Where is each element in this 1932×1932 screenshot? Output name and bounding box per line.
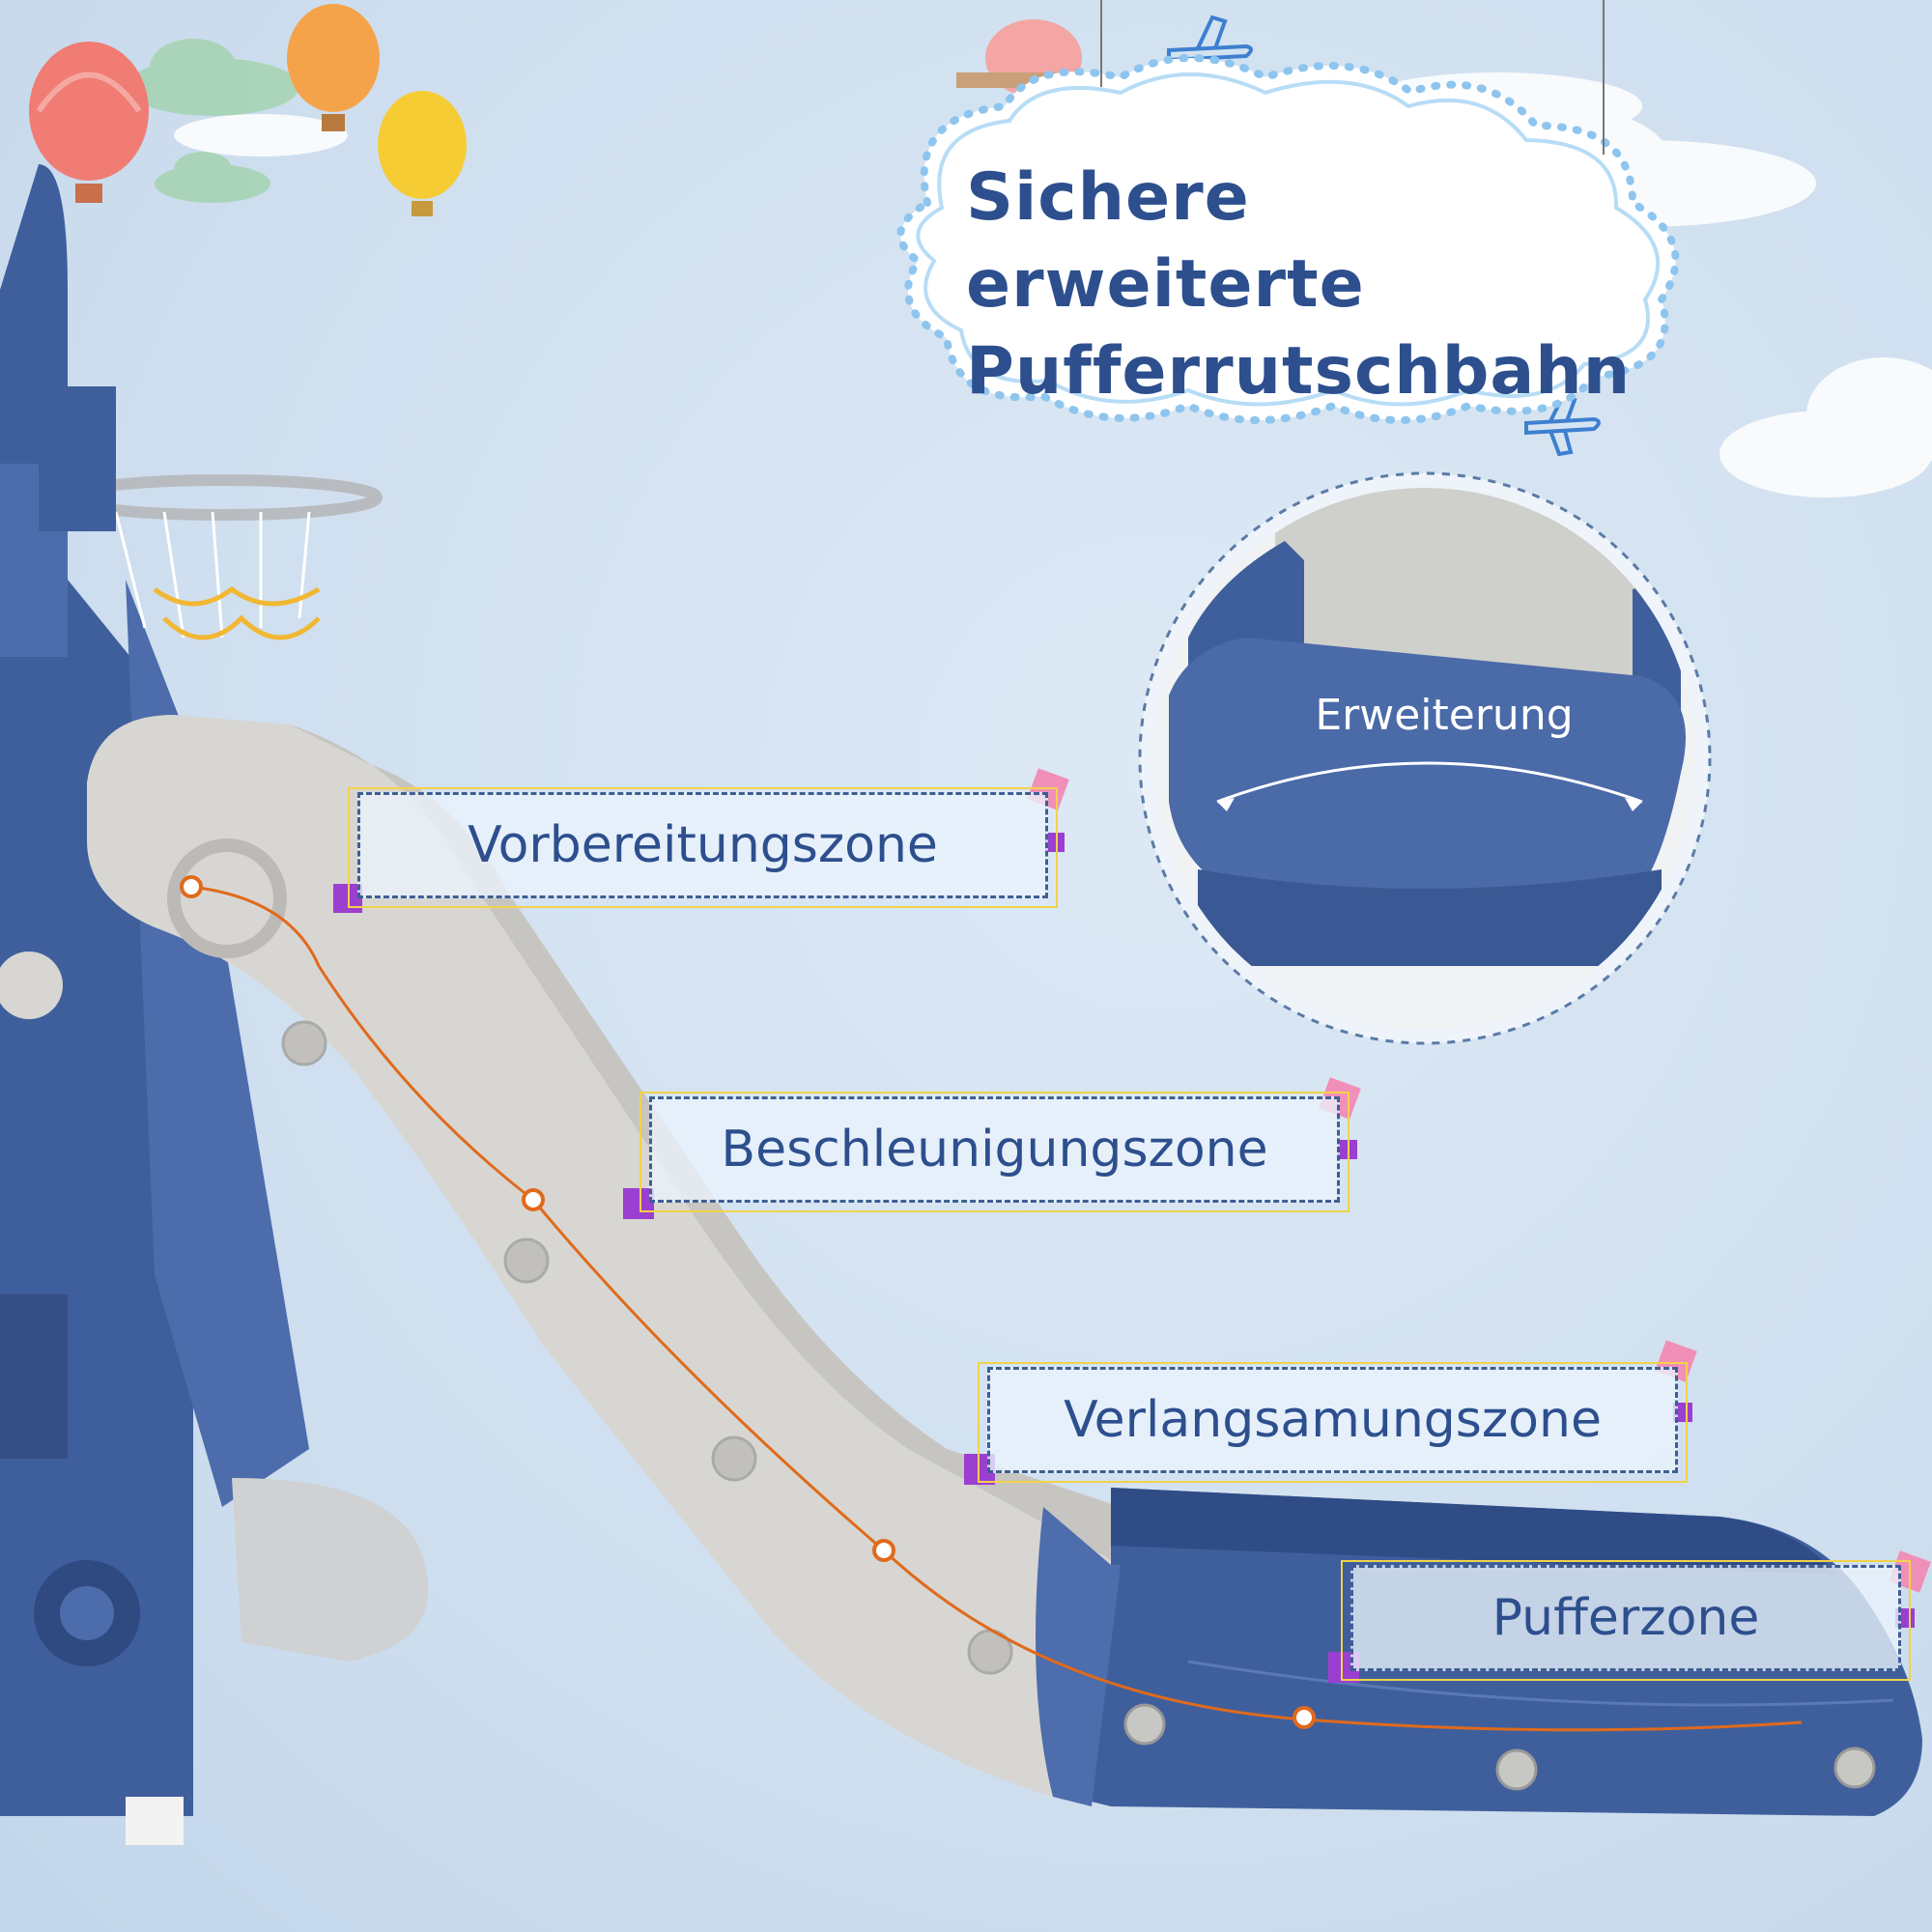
detail-label: Erweiterung: [1315, 691, 1574, 740]
slide-tower: [0, 164, 429, 1845]
balloon-red-icon: [29, 42, 149, 203]
zone-label-buffer: Pufferzone: [1350, 1565, 1901, 1671]
zone-label-preparation: Vorbereitungszone: [357, 792, 1048, 898]
basketball-hoop: [39, 386, 383, 640]
zone-label-deceleration: Verlangsamungszone: [987, 1367, 1678, 1473]
slide-path-line: [180, 875, 1803, 1732]
balloon-orange-icon: [287, 4, 380, 131]
balloon-yellow-icon: [378, 91, 467, 216]
green-clouds: [126, 39, 299, 203]
title: Sichere erweiterte Pufferrutschbahn: [966, 155, 1642, 415]
title-line-2: Pufferrutschbahn: [966, 333, 1632, 410]
title-cloud: [896, 54, 1680, 424]
detail-magnifier: [1138, 471, 1712, 1045]
zone-label-acceleration: Beschleunigungszone: [649, 1096, 1340, 1203]
title-line-1: Sichere erweiterte: [966, 159, 1365, 323]
